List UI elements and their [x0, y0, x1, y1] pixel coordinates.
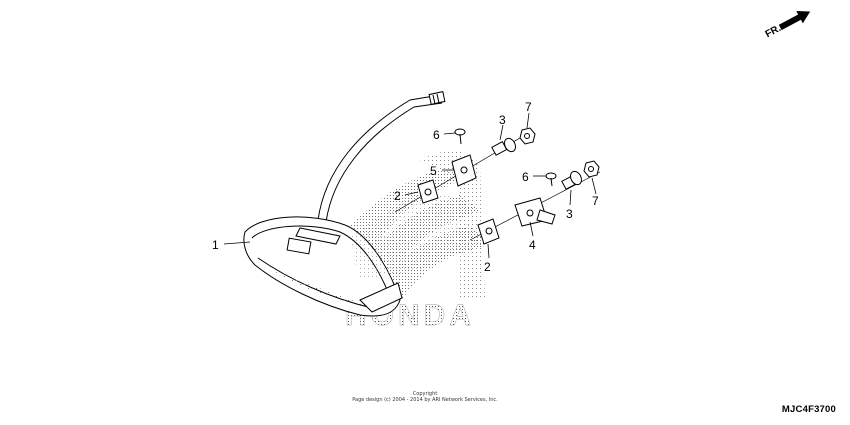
- screw-part-6-lower: [545, 172, 557, 187]
- bracket-part-5: [451, 154, 477, 187]
- callout-numbers: 1 2 2 3 3 4 5 6 6 7 7: [212, 100, 599, 274]
- callout-3-lower: 3: [566, 207, 573, 221]
- grommet-part-2-lower: [477, 218, 500, 245]
- nut-part-7-upper: [519, 127, 536, 145]
- callout-2-lower: 2: [484, 260, 491, 274]
- bracket-part-4: [514, 197, 556, 227]
- collar-part-3-upper: [491, 137, 517, 156]
- grommet-part-2-upper: [417, 179, 439, 204]
- callout-7-lower: 7: [592, 194, 599, 208]
- copyright-line-1: Copyright: [412, 391, 438, 397]
- nut-part-7-lower: [583, 160, 600, 178]
- arrow-right-icon: [778, 10, 811, 31]
- leader-lines: [223, 112, 597, 259]
- callout-2-upper: 2: [394, 189, 401, 203]
- callout-3-upper: 3: [499, 113, 506, 127]
- callout-6-upper: 6: [433, 128, 440, 142]
- callout-4: 4: [529, 238, 536, 252]
- callout-1: 1: [212, 238, 219, 252]
- callout-7-upper: 7: [525, 100, 532, 114]
- front-direction-marker: FR.: [763, 5, 814, 41]
- wire-harness: [317, 91, 446, 223]
- screw-part-6-upper: [454, 128, 466, 145]
- callout-5: 5: [430, 164, 437, 178]
- diagram-code: MJC4F3700: [781, 404, 836, 415]
- collar-part-3-lower: [561, 170, 583, 190]
- callout-6-lower: 6: [522, 170, 529, 184]
- mounting-panel: [350, 190, 480, 280]
- copyright-line-2: Page design (c) 2004 - 2014 by ARI Netwo…: [352, 397, 498, 403]
